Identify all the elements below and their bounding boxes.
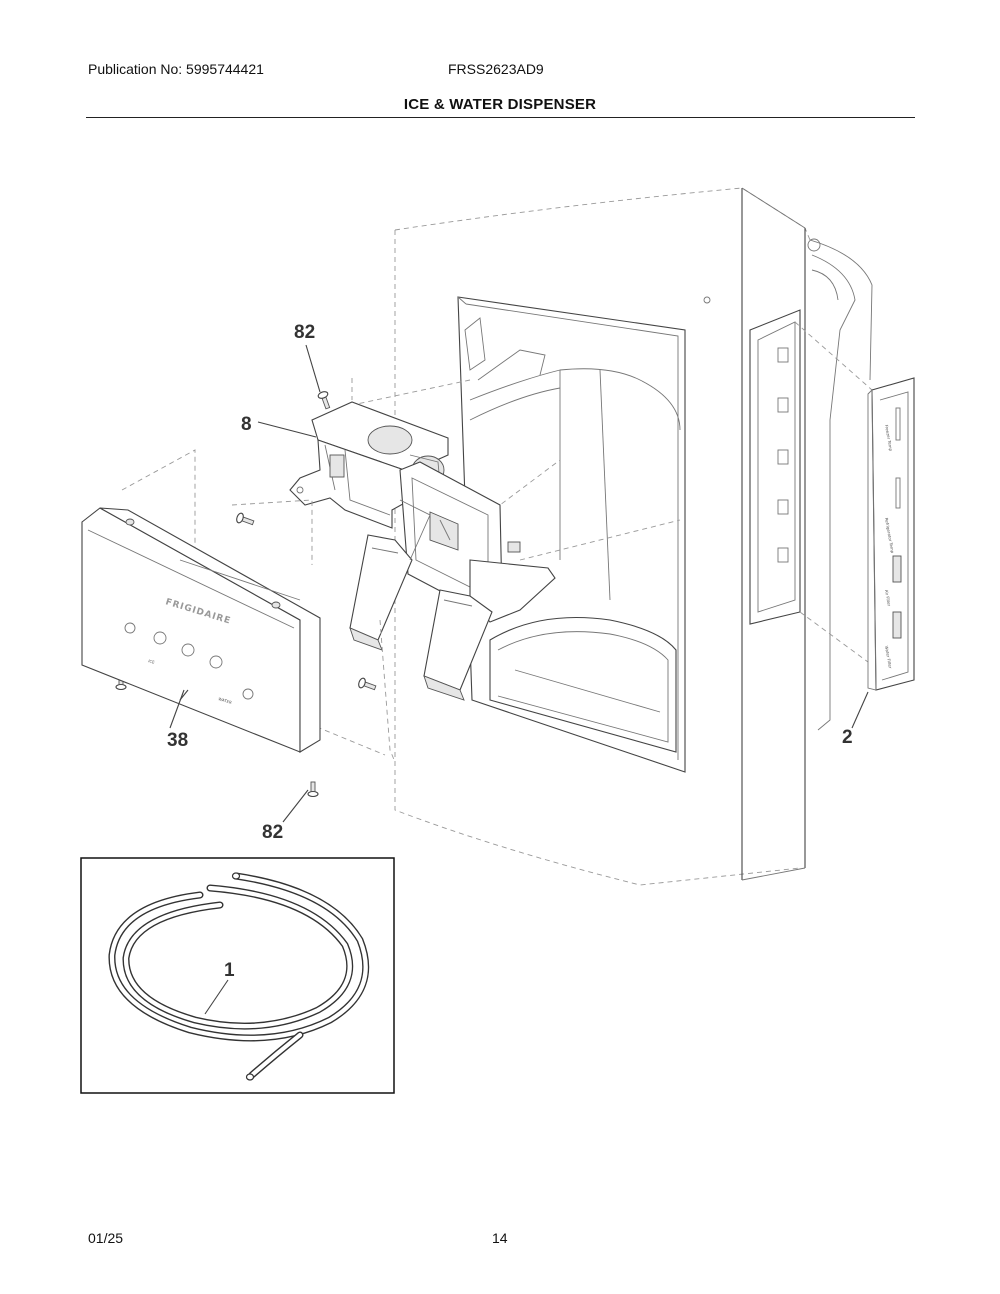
screw-bottom-82 xyxy=(307,781,319,798)
model-number: FRSS2623AD9 xyxy=(448,61,544,77)
screw-mid-right xyxy=(358,677,377,691)
callout-2: 2 xyxy=(842,727,853,748)
door-outline xyxy=(394,187,873,886)
part-2-control-panel: Freezer Temp Refrigerator Temp Air Filte… xyxy=(794,321,915,691)
part-1-water-tubing xyxy=(108,872,370,1081)
header-rule xyxy=(86,117,915,118)
callout-38: 38 xyxy=(167,730,188,751)
panel-water-label: WATER xyxy=(218,696,233,705)
control-slot xyxy=(749,309,801,625)
screw-mid-left xyxy=(236,512,255,526)
leader-lines xyxy=(169,344,869,1015)
callout-8: 8 xyxy=(241,414,252,435)
control-label-refrigerator: Refrigerator Temp xyxy=(884,517,895,554)
callout-82-bottom: 82 xyxy=(262,822,283,843)
callout-82-top: 82 xyxy=(294,322,315,343)
control-label-freezer: Freezer Temp xyxy=(884,424,894,452)
footer-date: 01/25 xyxy=(88,1230,124,1246)
screw-top-82 xyxy=(317,391,331,410)
screws xyxy=(115,391,377,798)
footer-page-number: 14 xyxy=(492,1230,508,1246)
publication-number: Publication No: 5995744421 xyxy=(88,61,264,77)
part-8-actuator-assembly xyxy=(289,378,681,701)
callout-1: 1 xyxy=(224,960,235,981)
callout-labels: 82 8 38 82 2 1 xyxy=(167,322,853,981)
dispenser-cavity xyxy=(457,296,686,773)
page-title: ICE & WATER DISPENSER xyxy=(403,96,597,113)
panel-ice-label: ICE xyxy=(148,658,156,665)
inset-tubing-box xyxy=(80,857,395,1094)
control-label-water-filter: Water Filter xyxy=(884,645,893,669)
control-label-air-filter: Air Filter xyxy=(884,589,892,607)
part-38-face-panel: FRIGIDAIRE ICE WATER xyxy=(81,449,396,763)
